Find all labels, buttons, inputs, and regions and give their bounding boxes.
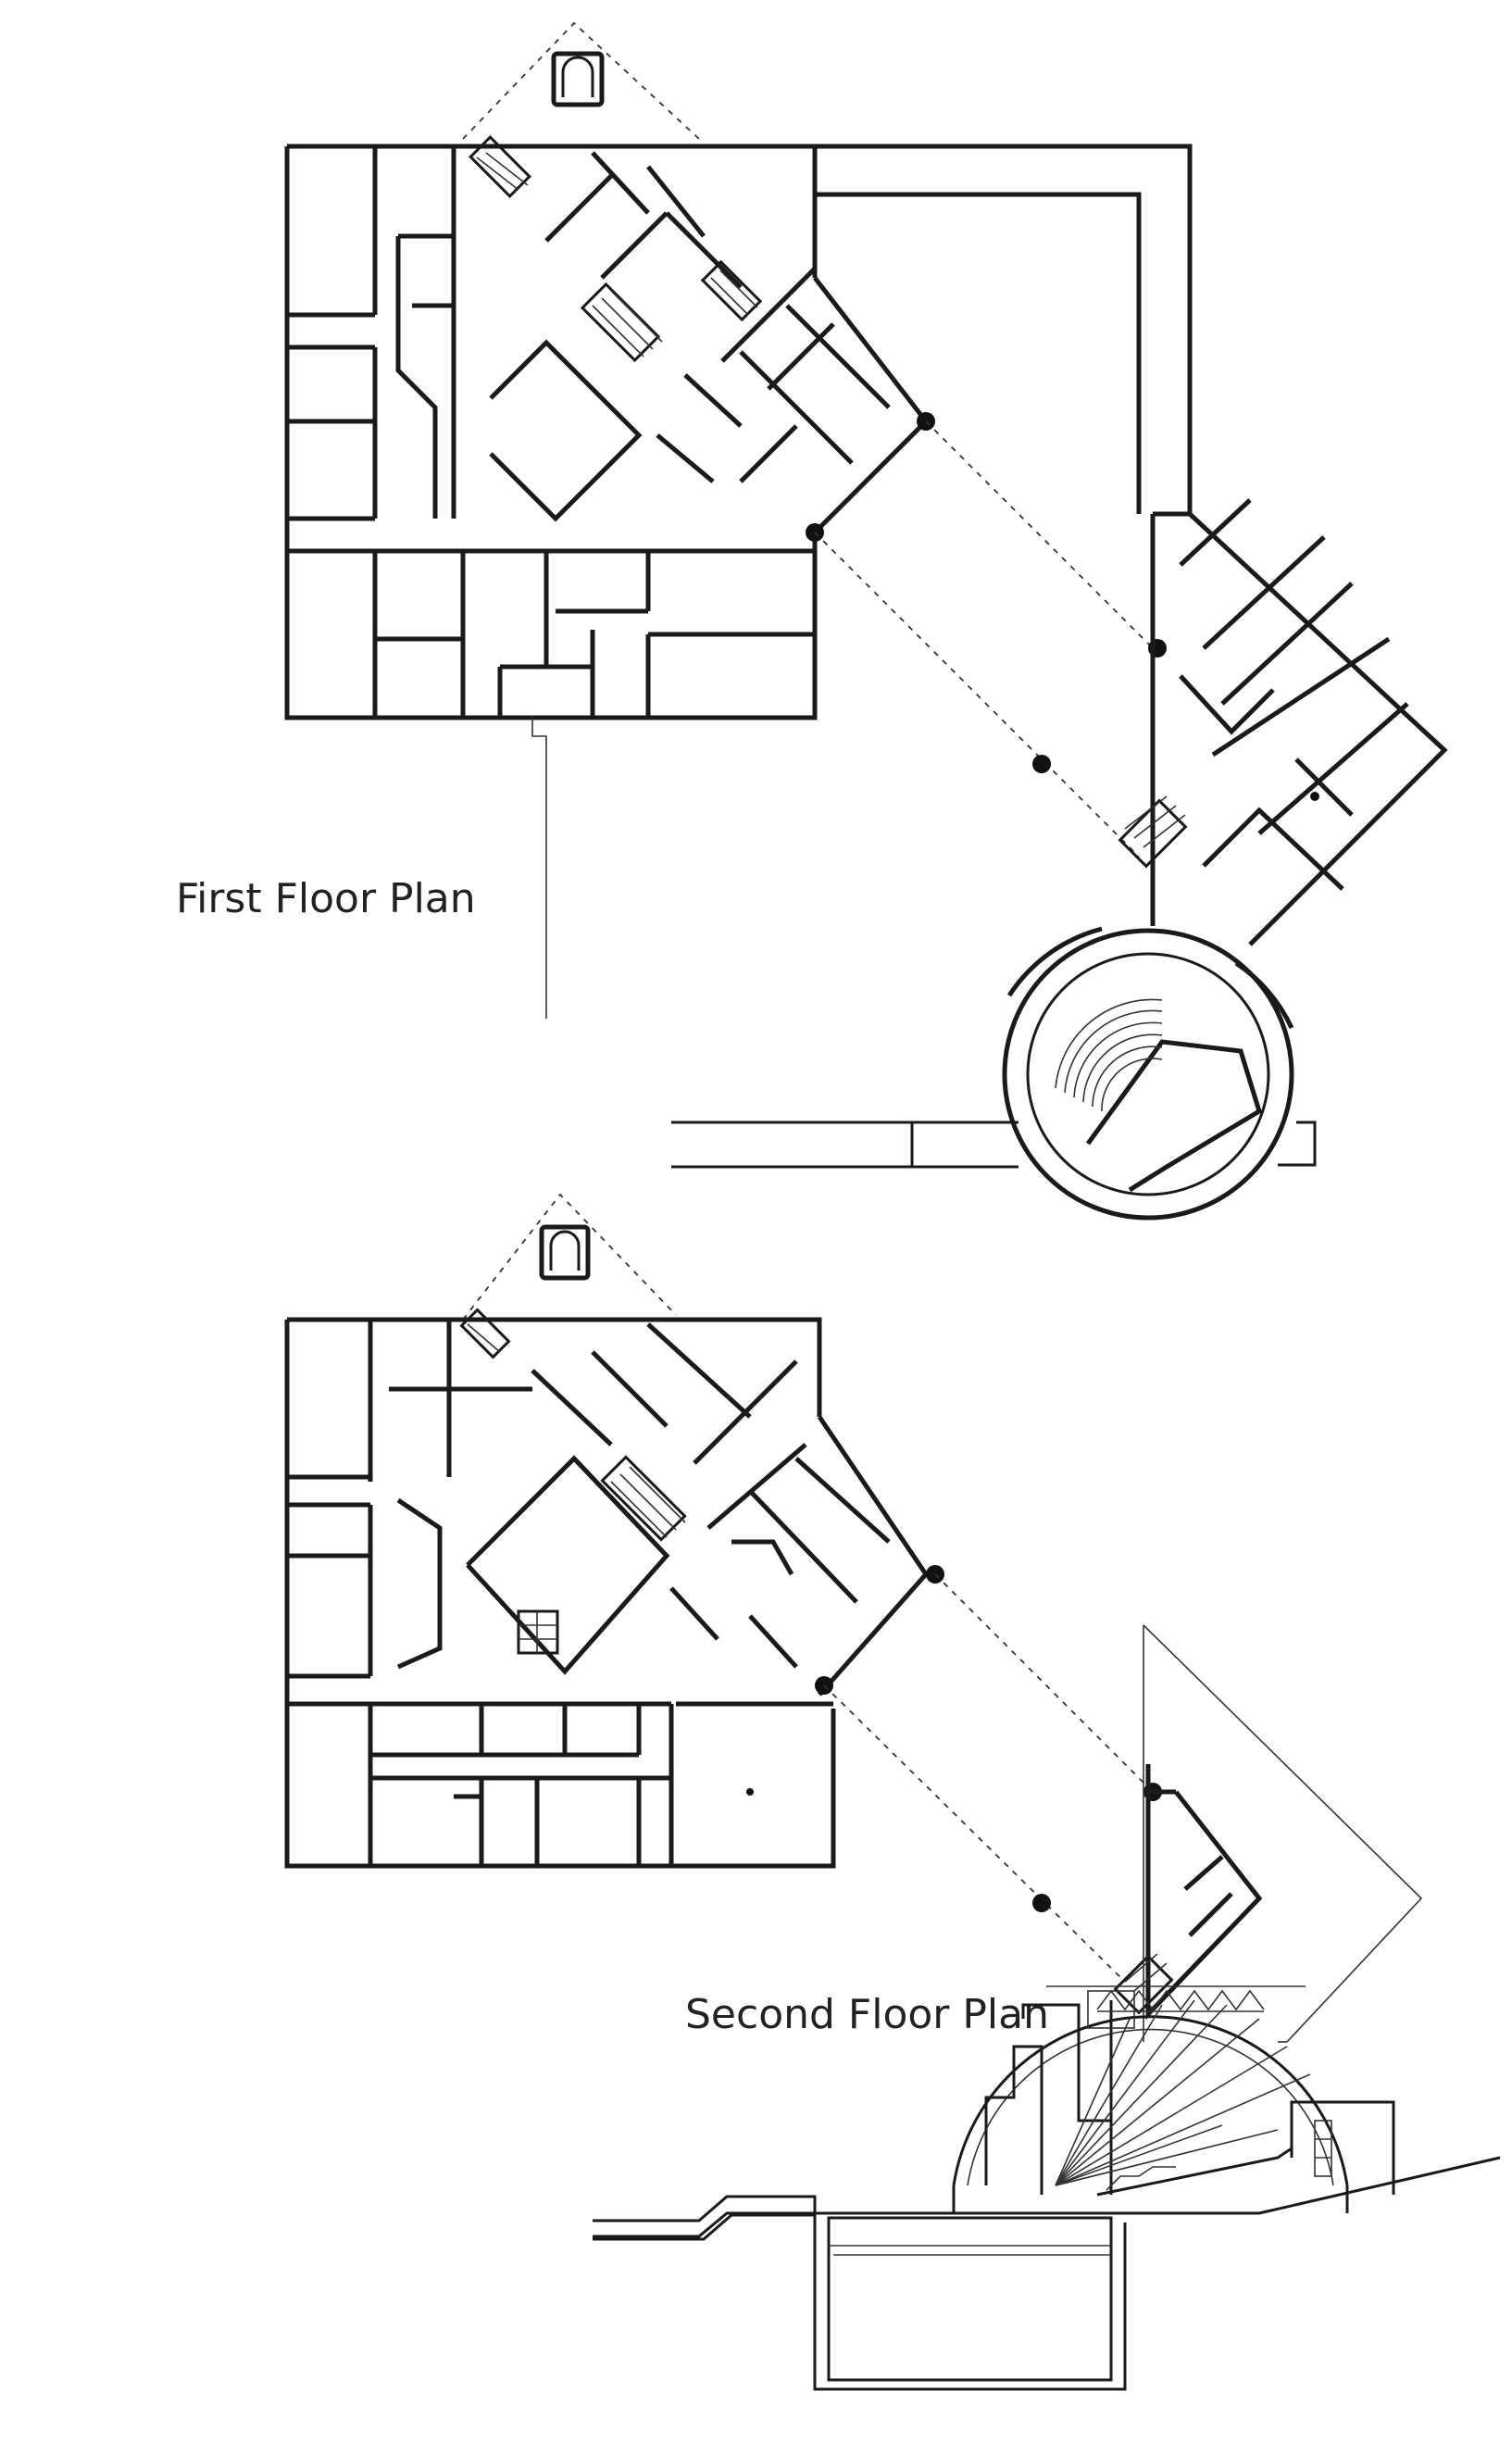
first-floor-entry-canopy	[462, 21, 700, 140]
first-floor-covered-walkway	[814, 420, 1167, 858]
first-floor-plan: First Floor Plan	[176, 21, 1448, 1221]
first-floor-title: First Floor Plan	[176, 875, 476, 922]
second-floor-stair-north	[459, 1308, 511, 1359]
second-floor-main-block	[284, 1308, 836, 1869]
building-section	[593, 1985, 1501, 2391]
first-floor-stair-core	[580, 282, 663, 363]
first-floor-stair-south	[1118, 795, 1188, 869]
second-floor-site-lines	[1143, 1624, 1423, 2043]
second-floor-stair-core	[600, 1455, 687, 1542]
first-floor-stair-north	[469, 135, 531, 198]
first-floor-site-lines	[531, 718, 1317, 1169]
first-floor-east-wing	[1118, 498, 1448, 946]
second-floor-plan: Second Floor Plan	[284, 1193, 1423, 2043]
second-floor-diagonal-wing	[748, 1415, 944, 1697]
first-floor-east-corridor	[815, 144, 1193, 514]
first-floor-stair-east	[700, 259, 763, 322]
second-floor-east-wing	[1113, 1764, 1263, 2021]
section-projection-rays	[1055, 1999, 1311, 2186]
second-floor-entry-canopy	[462, 1193, 677, 1321]
first-floor-main-block	[284, 135, 818, 720]
first-floor-diagonal-wing	[739, 276, 935, 542]
second-floor-stair-west	[517, 1609, 559, 1655]
first-floor-auditorium	[1002, 926, 1294, 1221]
second-floor-title: Second Floor Plan	[685, 1991, 1049, 2038]
